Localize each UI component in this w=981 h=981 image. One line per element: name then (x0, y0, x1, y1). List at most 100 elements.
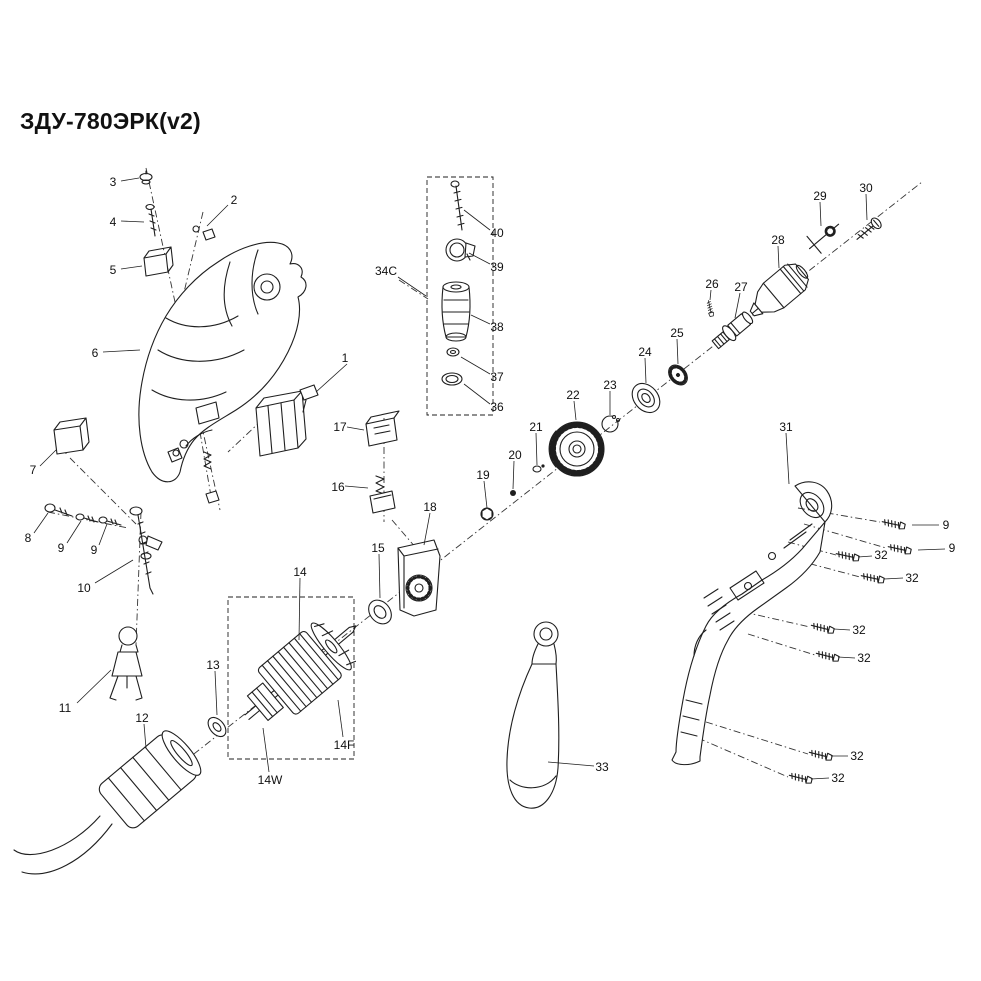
side-handle-part33 (506, 621, 560, 809)
screw-32-a (834, 549, 861, 563)
chuck-part28 (749, 263, 809, 317)
screw-32-d (814, 649, 841, 663)
leader-line-3 (120, 177, 140, 182)
leader-line-17 (346, 426, 365, 431)
leader-line-20 (512, 460, 515, 490)
leader-line-7 (39, 449, 57, 467)
ring-part36 (441, 372, 463, 386)
part-label-32: 32 (850, 749, 864, 763)
leader-line-8 (33, 512, 49, 534)
leader-line-38 (470, 314, 491, 325)
commutator-14w (246, 682, 284, 721)
washer-part37 (446, 347, 460, 357)
part-label-33: 33 (595, 760, 609, 774)
part-label-34C: 34C (375, 264, 397, 278)
bearing-part15 (368, 599, 392, 625)
capacitor-block-part1 (255, 384, 319, 457)
leader-line-1 (315, 363, 348, 393)
brush-cap-part17 (365, 410, 400, 447)
leader-line-37 (460, 356, 491, 375)
leader-line-27 (734, 292, 741, 319)
spindle-part27 (711, 311, 754, 350)
leader-line-39 (468, 252, 491, 265)
leader-line-28 (777, 245, 780, 269)
leader-line-18 (423, 512, 431, 546)
power-plug-part11 (109, 626, 143, 701)
leader-line-26 (709, 289, 712, 301)
leader-line-30 (865, 193, 868, 221)
screw-part30 (856, 217, 882, 240)
chuck-key-part29 (806, 223, 840, 254)
leader-line-32 (883, 577, 904, 580)
model-title: ЗДУ-780ЭРК(v2) (20, 108, 201, 134)
handle-grip-part38 (441, 281, 471, 342)
part-label-11: 11 (59, 701, 72, 715)
part-label-30: 30 (859, 181, 873, 195)
leader-lines (33, 177, 946, 780)
leader-line-32 (810, 777, 830, 780)
part-label-13: 13 (206, 658, 220, 672)
leader-line-2 (206, 204, 229, 227)
fan-14f (310, 622, 352, 671)
part-label-36: 36 (490, 400, 504, 414)
part-label-9: 9 (949, 541, 956, 555)
part-label-5: 5 (110, 263, 117, 277)
clamp-ring-part39 (445, 238, 476, 262)
part-label-6: 6 (92, 346, 99, 360)
part-label-20: 20 (508, 448, 522, 462)
leader-line-13 (214, 670, 218, 716)
leader-line-24 (644, 357, 647, 384)
part-label-14W: 14W (258, 773, 283, 787)
leader-line-11 (76, 669, 112, 704)
screw-part26 (705, 299, 715, 318)
screw-32-b (859, 571, 886, 585)
screw-part3 (139, 170, 153, 185)
part-label-32: 32 (852, 623, 866, 637)
part-label-32: 32 (905, 571, 919, 585)
part-label-29: 29 (813, 189, 827, 203)
gear-housing-part18 (397, 539, 441, 617)
part-label-26: 26 (705, 277, 719, 291)
part-label-25: 25 (670, 326, 684, 340)
leader-line-33 (547, 761, 595, 767)
leader-line-15 (378, 553, 381, 599)
pin-part21 (532, 464, 545, 473)
leader-line-6 (102, 349, 141, 353)
part-label-18: 18 (423, 500, 437, 514)
part-label-38: 38 (490, 320, 504, 334)
part-label-12: 12 (135, 711, 149, 725)
ball-part20 (510, 490, 516, 496)
armature-part14 (244, 622, 357, 721)
part-label-9: 9 (943, 518, 950, 532)
washer-part13 (207, 716, 227, 738)
nut-part19 (480, 507, 494, 521)
part-label-2: 2 (231, 193, 238, 207)
leader-line-40 (463, 209, 491, 231)
screw-9-right-bottom (886, 542, 913, 556)
part-label-7: 7 (30, 463, 37, 477)
stator-part12 (13, 730, 202, 875)
screw-part4 (145, 203, 157, 237)
carbon-brush-part16 (369, 475, 396, 514)
part-label-39: 39 (490, 260, 504, 274)
screw-32-e (807, 748, 834, 762)
circlip-part23 (601, 414, 621, 433)
cord-clamp-part7 (53, 417, 90, 455)
leader-line-16 (344, 485, 369, 489)
leader-line-9 (917, 548, 946, 551)
leader-line-9 (66, 520, 82, 544)
leader-line-32 (837, 656, 856, 659)
screw-9-right-top (880, 517, 907, 531)
part-label-1: 1 (342, 351, 349, 365)
part-label-22: 22 (566, 388, 580, 402)
bearing-part24 (631, 382, 661, 414)
part-label-37: 37 (490, 370, 504, 384)
long-screw-part10 (129, 506, 154, 595)
part-label-10: 10 (77, 581, 91, 595)
clip-part2 (192, 225, 216, 241)
part-label-31: 31 (779, 420, 793, 434)
screw-32-c (809, 621, 836, 635)
pinion-part25 (668, 364, 688, 386)
part-label-15: 15 (371, 541, 385, 555)
